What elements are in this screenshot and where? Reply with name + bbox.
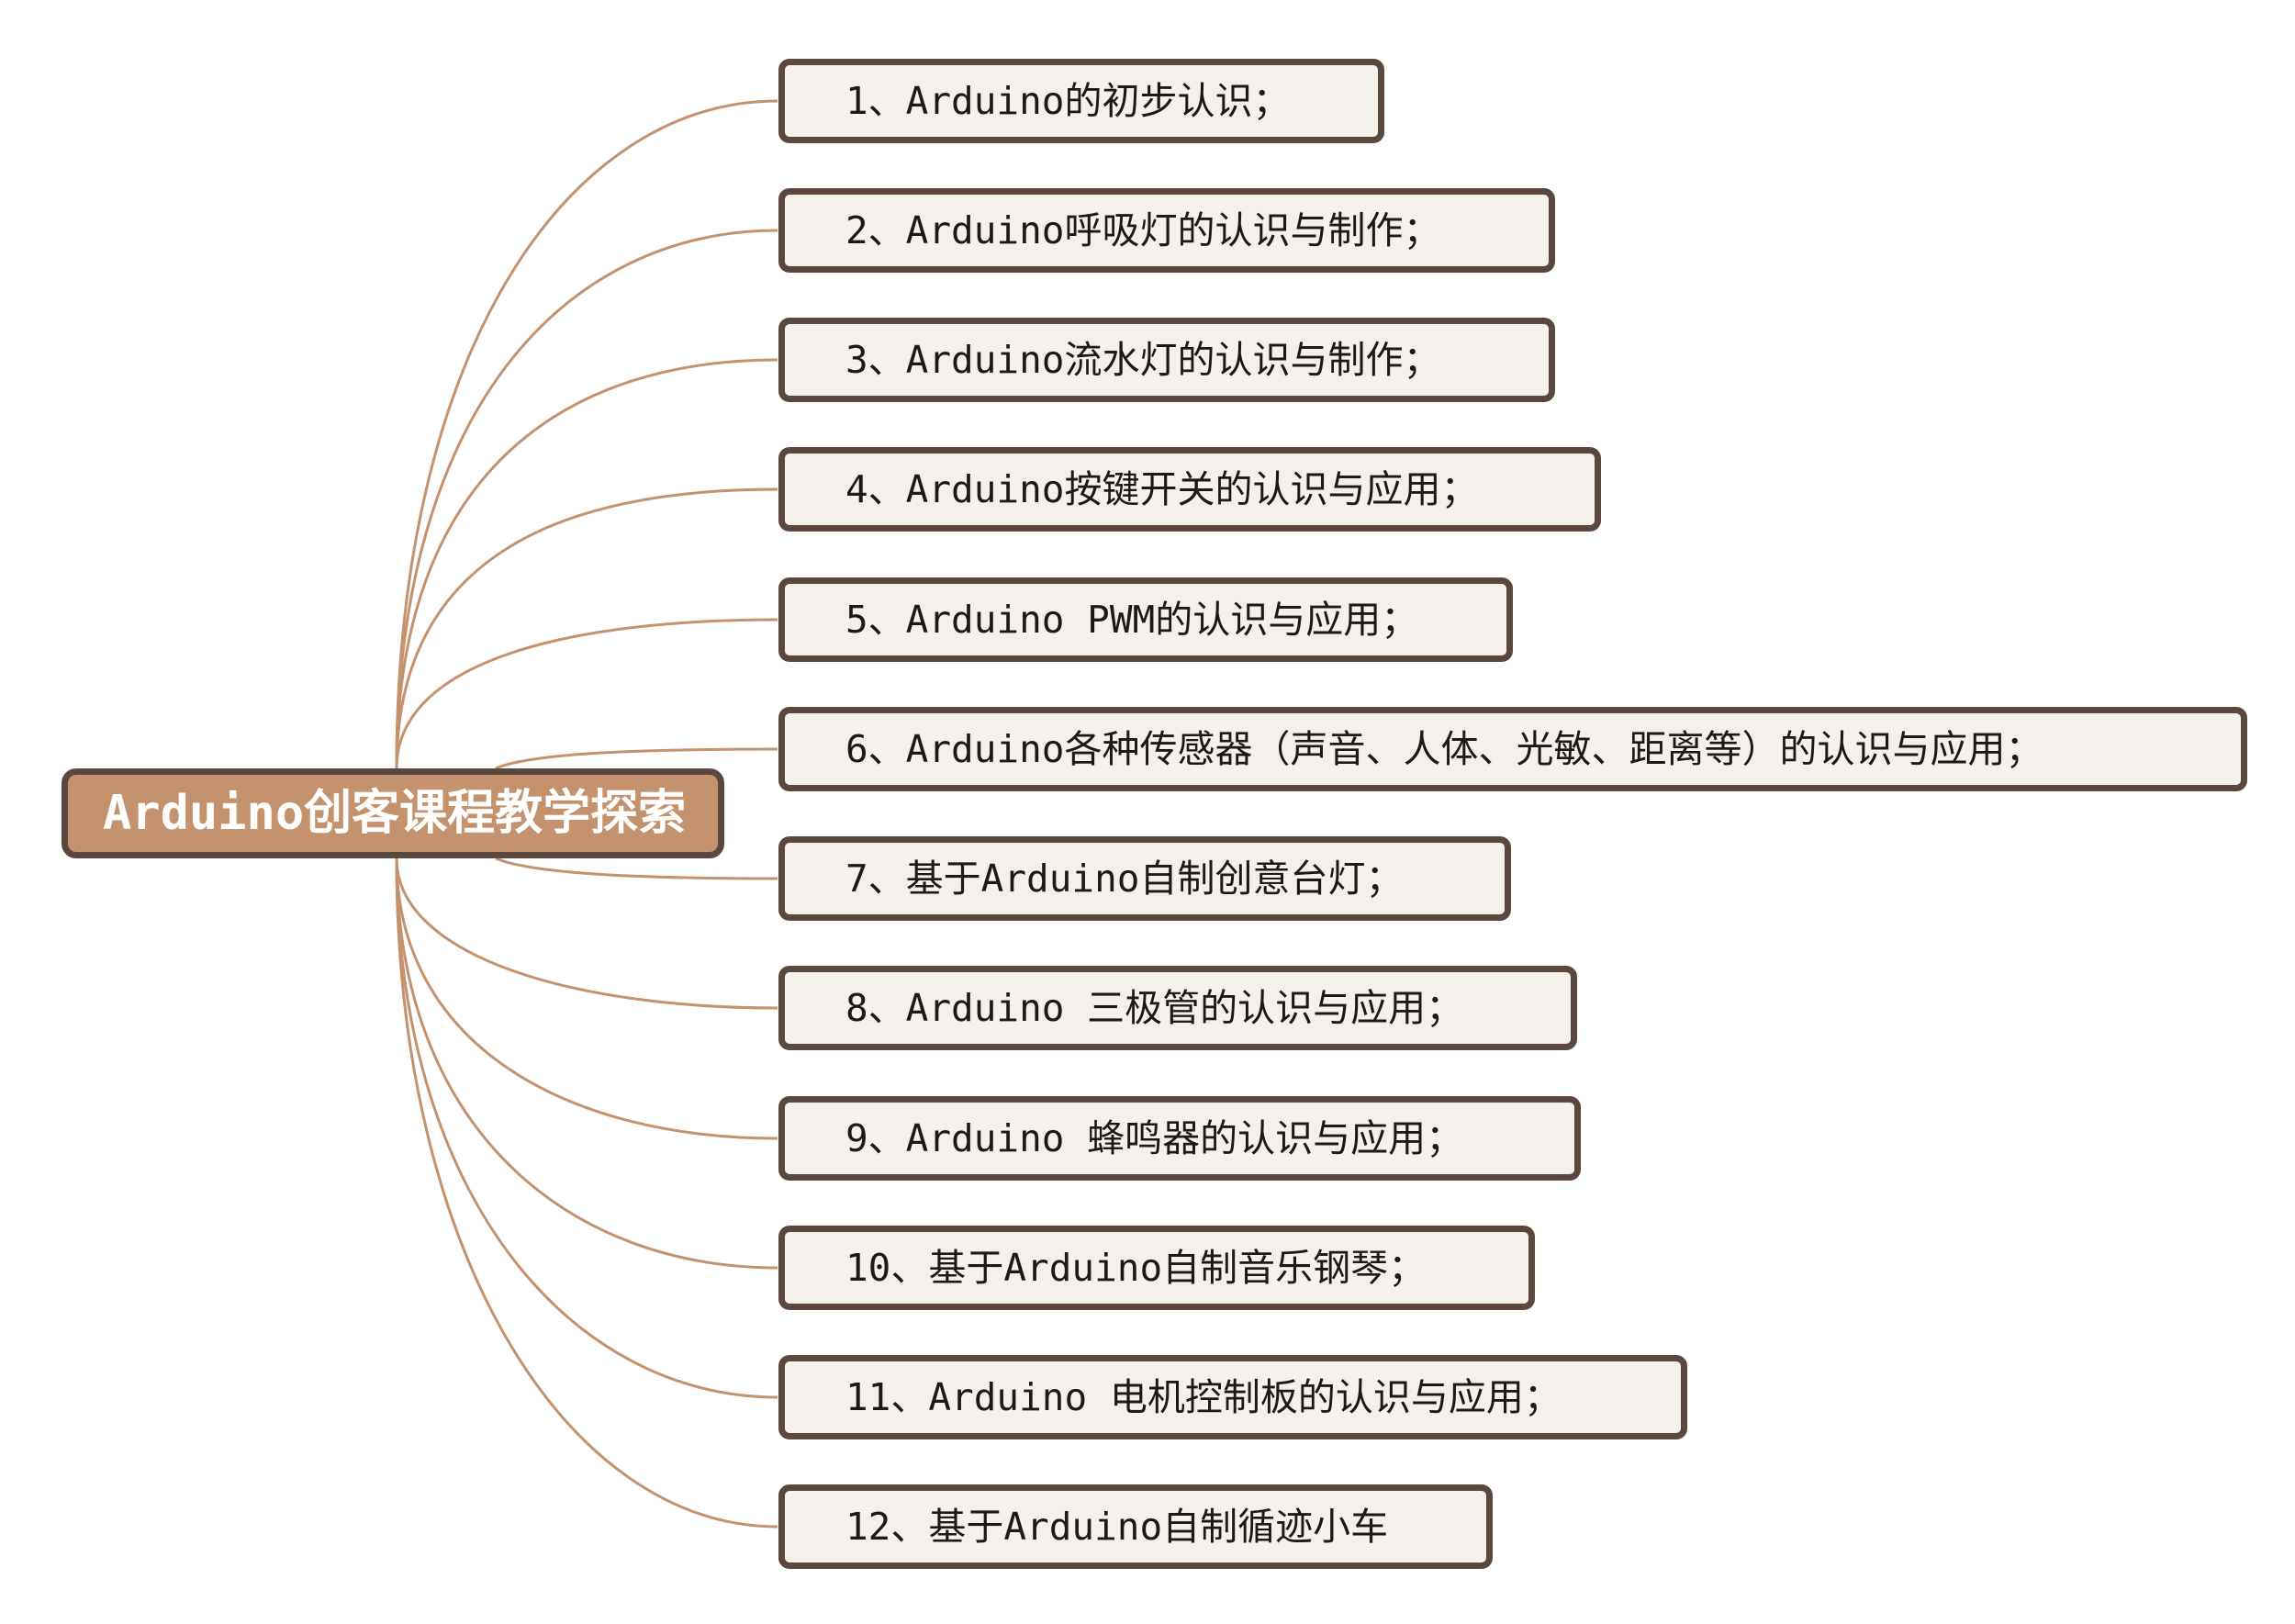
connector-11 bbox=[395, 857, 778, 1399]
root-topic[interactable]: Arduino创客课程教学探索 bbox=[62, 768, 724, 858]
topic-node-5[interactable]: 5、Arduino PWM的认识与应用； bbox=[778, 577, 1513, 662]
connector-10 bbox=[395, 857, 778, 1270]
topic-node-11[interactable]: 11、Arduino 电机控制板的认识与应用； bbox=[778, 1355, 1687, 1439]
connector-9 bbox=[395, 857, 778, 1140]
topic-node-1[interactable]: 1、Arduino的初步认识； bbox=[778, 59, 1384, 143]
connector-2 bbox=[395, 229, 778, 769]
connector-3 bbox=[395, 358, 778, 769]
connector-5 bbox=[395, 618, 778, 769]
topic-node-10[interactable]: 10、基于Arduino自制音乐钢琴； bbox=[778, 1226, 1535, 1310]
topic-node-7[interactable]: 7、基于Arduino自制创意台灯； bbox=[778, 836, 1511, 921]
topic-node-9[interactable]: 9、Arduino 蜂鸣器的认识与应用； bbox=[778, 1096, 1581, 1181]
connector-1 bbox=[395, 99, 778, 769]
connector-12 bbox=[395, 857, 778, 1529]
connector-6 bbox=[495, 747, 778, 770]
topic-node-3[interactable]: 3、Arduino流水灯的认识与制作； bbox=[778, 318, 1555, 402]
topic-node-4[interactable]: 4、Arduino按键开关的认识与应用； bbox=[778, 447, 1601, 532]
topic-node-12[interactable]: 12、基于Arduino自制循迹小车 bbox=[778, 1484, 1493, 1569]
connector-8 bbox=[395, 857, 778, 1010]
connector-4 bbox=[395, 487, 778, 769]
topic-node-8[interactable]: 8、Arduino 三极管的认识与应用； bbox=[778, 966, 1577, 1050]
connector-7 bbox=[495, 857, 778, 880]
topic-node-6[interactable]: 6、Arduino各种传感器（声音、人体、光敏、距离等）的认识与应用； bbox=[778, 707, 2247, 791]
topic-node-2[interactable]: 2、Arduino呼吸灯的认识与制作； bbox=[778, 188, 1555, 273]
